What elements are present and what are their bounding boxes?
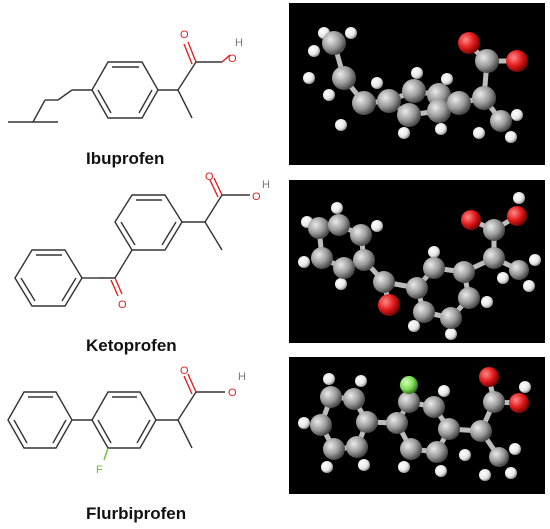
ibuprofen-hydroxyl-oxygen-label: O xyxy=(228,53,237,65)
ketoprofen-name: Ketoprofen xyxy=(86,336,177,355)
flurbiprofen-name: Flurbiprofen xyxy=(86,504,187,523)
ibuprofen-3d-atoms xyxy=(303,27,528,143)
flurbiprofen-fluorine-label: F xyxy=(96,464,103,476)
ketoprofen-hydroxyl-oxygen-label: O xyxy=(252,191,261,203)
ibuprofen-name: Ibuprofen xyxy=(86,149,165,168)
flurbiprofen-carbonyl-oxygen-label: O xyxy=(180,365,189,377)
ibuprofen-carbonyl-oxygen-label: O xyxy=(180,29,189,41)
ketoprofen-bonds xyxy=(14,177,250,307)
ketoprofen-structure: O O H O xyxy=(0,170,282,330)
flurbiprofen-structure: O O H F xyxy=(0,360,282,480)
flurbiprofen-hydroxyl-oxygen-label: O xyxy=(228,387,237,399)
ketoprofen-3d-atoms xyxy=(298,192,541,340)
ibuprofen-bonds xyxy=(8,41,231,123)
ibuprofen-structure: O O H xyxy=(0,0,282,140)
flurbiprofen-3d-atoms xyxy=(298,367,531,481)
ketoprofen-carbonyl-oxygen-label: O xyxy=(205,171,214,183)
flurbiprofen-hydrogen-label: H xyxy=(238,371,246,383)
ibuprofen-3d-model xyxy=(289,3,545,165)
flurbiprofen-bonds xyxy=(7,373,225,461)
flurbiprofen-3d-model xyxy=(289,357,545,494)
ketoprofen-3d-model xyxy=(289,180,545,343)
ketoprofen-hydrogen-label: H xyxy=(262,179,270,191)
ketoprofen-ketone-oxygen-label: O xyxy=(118,299,127,311)
ibuprofen-hydrogen-label: H xyxy=(235,37,243,49)
